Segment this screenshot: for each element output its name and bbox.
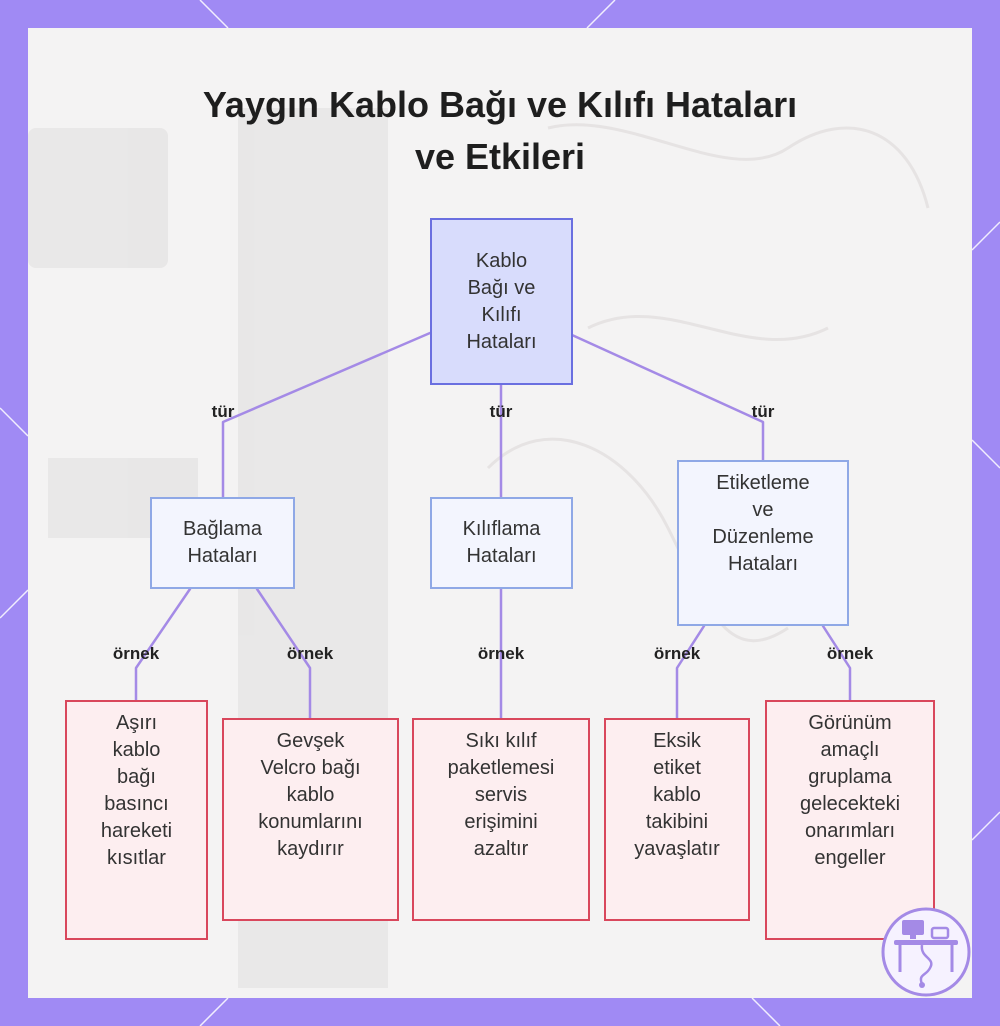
category-node-kiliflama: Kılıflama Hataları <box>430 497 573 589</box>
example-line: kablo <box>112 739 161 761</box>
example-line: takibini <box>645 811 709 833</box>
edge-label-ornek: örnek <box>286 644 334 663</box>
category-line: Hataları <box>466 545 537 567</box>
example-node-gorunum: Görünüm amaçlı gruplama gelecekteki onar… <box>765 700 935 940</box>
example-node-siki: Sıkı kılıf paketlemesi servis erişimini … <box>412 718 590 921</box>
root-line: Kablo <box>475 249 528 272</box>
example-line: etiket <box>653 757 701 779</box>
example-line: konumlarını <box>258 811 363 833</box>
edge-label-tur: tür <box>751 402 775 421</box>
diagram-title-line-1: Yaygın Kablo Bağı ve Kılıfı Hataları <box>202 84 798 125</box>
category-line: ve <box>752 499 774 521</box>
example-node-eksik: Eksik etiket kablo takibini yavaşlatır <box>604 718 750 921</box>
root-node: Kablo Bağı ve Kılıfı Hataları <box>430 218 573 385</box>
edge-root-to-baglama <box>221 331 432 499</box>
example-line: kısıtlar <box>107 847 166 869</box>
example-line: bağı <box>117 766 156 788</box>
example-line: amaçlı <box>820 739 880 761</box>
edge-label-ornek: örnek <box>653 644 701 663</box>
example-line: kablo <box>653 784 701 806</box>
edge-baglama-to-asiri <box>134 587 192 702</box>
example-line: Görünüm <box>808 712 892 734</box>
edge-etiketleme-to-gorunum <box>821 624 852 702</box>
example-line: gruplama <box>808 766 892 788</box>
example-node-gevsek: Gevşek Velcro bağı kablo konumlarını kay… <box>222 718 399 921</box>
edge-label-tur: tür <box>211 402 235 421</box>
example-line: Velcro bağı <box>260 757 361 779</box>
example-line: kablo <box>286 784 335 806</box>
category-line: Kılıflama <box>462 518 541 540</box>
edge-etiketleme-to-eksik <box>675 624 706 720</box>
example-line: hareketi <box>100 820 173 842</box>
diagram-title-line-2: ve Etkileri <box>414 136 586 177</box>
root-line: Kılıfı <box>481 303 522 326</box>
category-line: Hataları <box>727 553 798 575</box>
edge-label-ornek: örnek <box>826 644 874 663</box>
example-line: paketlemesi <box>447 757 555 779</box>
example-line: Sıkı kılıf <box>465 730 537 752</box>
root-node-text: Kablo Bağı ve Kılıfı Hataları <box>466 248 536 356</box>
example-line: onarımları <box>804 820 896 842</box>
example-line: erişimini <box>464 811 538 833</box>
category-line: Hataları <box>187 545 258 567</box>
category-node-etiketleme: Etiketleme ve Düzenleme Hataları <box>677 460 849 626</box>
edge-baglama-to-gevsek <box>255 587 312 720</box>
example-line: gelecekteki <box>799 793 901 815</box>
category-line: Etiketleme <box>716 472 810 494</box>
root-line: Hataları <box>466 330 537 353</box>
desk-computer-logo-icon <box>881 907 971 997</box>
example-line: kaydırır <box>277 838 344 860</box>
root-line: Bağı ve <box>467 276 536 299</box>
category-line: Düzenleme <box>712 526 814 548</box>
example-line: basıncı <box>104 793 169 815</box>
edge-label-ornek: örnek <box>477 644 525 663</box>
example-line: yavaşlatır <box>634 838 720 860</box>
example-line: engeller <box>814 847 886 869</box>
example-node-asiri: Aşırı kablo bağı basıncı hareketi kısıtl… <box>65 700 208 940</box>
edge-label-tur: tür <box>489 402 513 421</box>
example-line: azaltır <box>473 838 529 860</box>
example-line: Gevşek <box>276 730 345 752</box>
edge-root-to-etiketleme <box>570 333 765 462</box>
category-line: Bağlama <box>183 518 262 540</box>
edge-label-ornek: örnek <box>112 644 160 663</box>
example-line: Aşırı <box>115 712 158 734</box>
example-line: servis <box>474 784 528 806</box>
example-line: Eksik <box>653 730 701 752</box>
category-node-baglama: Bağlama Hataları <box>150 497 295 589</box>
